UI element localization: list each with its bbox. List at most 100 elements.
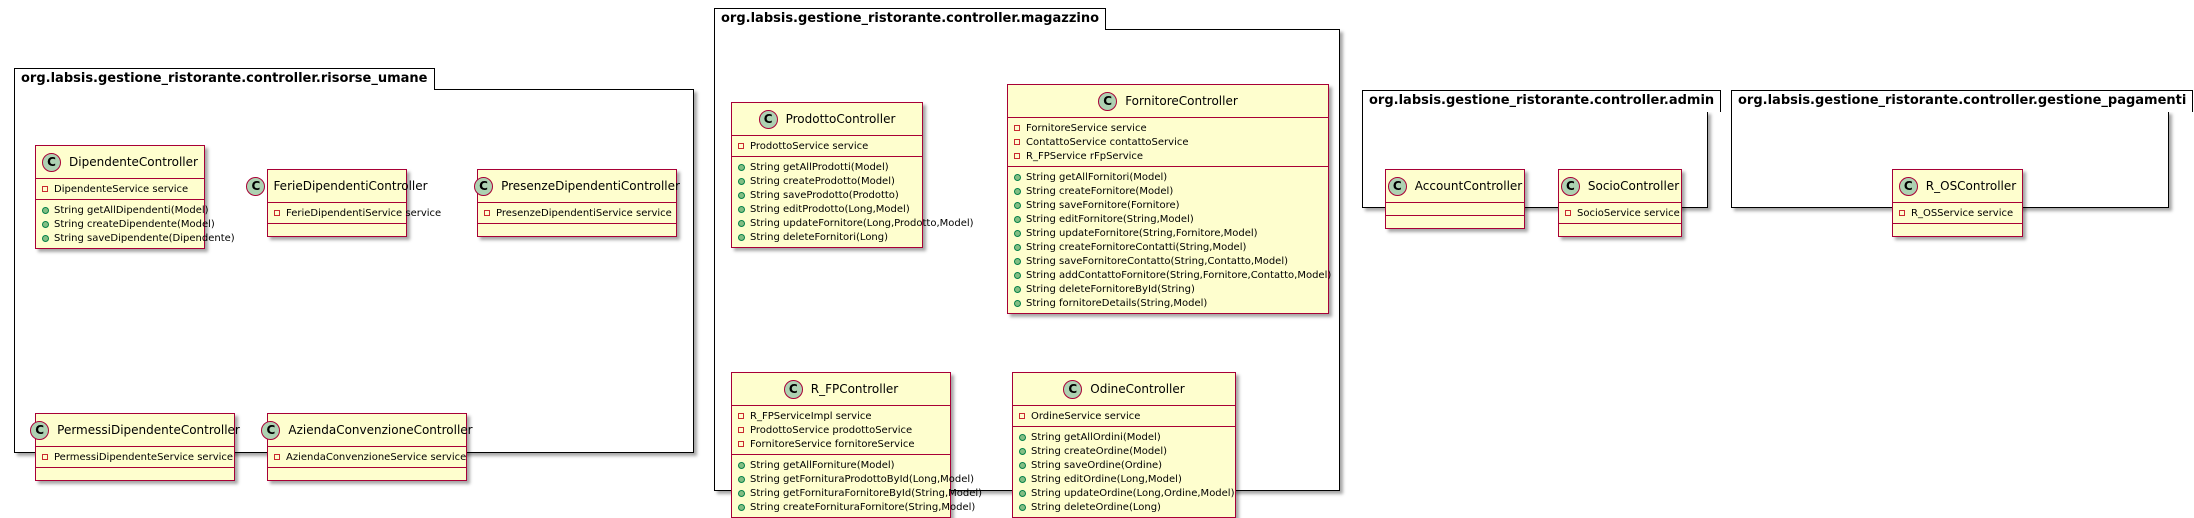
field-row: PresenzeDipendentiService service xyxy=(484,206,672,220)
class-methods-section: String getAllFornitori(Model)String crea… xyxy=(1008,166,1331,313)
class-name: DipendenteController xyxy=(69,155,198,169)
method-row: String getAllDipendenti(Model) xyxy=(42,203,209,217)
method-text: String createFornituraFornitore(String,M… xyxy=(750,501,976,513)
field-row: FerieDipendentiService service xyxy=(274,206,441,220)
field-row: PermessiDipendenteService service xyxy=(42,450,233,464)
class-stereotype-icon: C xyxy=(42,152,62,172)
class-name: AccountController xyxy=(1414,179,1523,193)
private-field-icon xyxy=(738,441,744,447)
class-stereotype-icon: C xyxy=(474,176,494,196)
method-text: String getFornituraProdottoById(Long,Mod… xyxy=(750,473,975,485)
field-text: ContattoService contattoService xyxy=(1026,136,1189,148)
method-row: String createFornitore(Model) xyxy=(1014,184,1322,198)
field-text: DipendenteService service xyxy=(54,183,189,195)
package-name: org.labsis.gestione_ristorante.controlle… xyxy=(1362,90,1722,112)
private-field-icon xyxy=(274,454,280,460)
public-method-icon xyxy=(1014,187,1021,195)
package-name: org.labsis.gestione_ristorante.controlle… xyxy=(14,68,435,90)
method-row: String getAllProdotti(Model) xyxy=(738,160,916,174)
field-row: R_FPServiceImpl service xyxy=(738,409,944,423)
method-text: String fornitoreDetails(String,Model) xyxy=(1026,297,1208,309)
class-stereotype-icon: C xyxy=(261,420,281,440)
field-row: ProdottoService prodottoService xyxy=(738,423,944,437)
class-stereotype-icon: C xyxy=(1098,91,1118,111)
field-text: R_OSService service xyxy=(1911,207,2014,219)
method-row: String addContattoFornitore(String,Forni… xyxy=(1014,268,1331,282)
class-methods-section xyxy=(478,223,676,236)
private-field-icon xyxy=(1014,125,1020,131)
class-fields-section: R_OSService service xyxy=(1893,202,2022,223)
method-row: String updateFornitore(String,Fornitore,… xyxy=(1014,226,1322,240)
private-field-icon xyxy=(484,210,490,216)
class-methods-section xyxy=(36,467,234,480)
public-method-icon xyxy=(1014,299,1021,307)
public-method-icon xyxy=(1014,257,1021,265)
public-method-icon xyxy=(1014,285,1021,293)
class-name: R_FPController xyxy=(810,382,899,396)
public-method-icon xyxy=(1014,271,1021,279)
field-row: SocioService service xyxy=(1565,206,1680,220)
method-text: String saveProdotto(Prodotto) xyxy=(750,189,899,201)
public-method-icon xyxy=(42,220,49,228)
class-name: OdineController xyxy=(1090,382,1185,396)
public-method-icon xyxy=(1019,503,1026,511)
private-field-icon xyxy=(1899,210,1905,216)
method-row: String deleteFornitori(Long) xyxy=(738,230,916,244)
method-row: String saveProdotto(Prodotto) xyxy=(738,188,916,202)
class-methods-section: String getAllDipendenti(Model)String cre… xyxy=(36,199,235,248)
public-method-icon xyxy=(1019,447,1026,455)
method-text: String getAllOrdini(Model) xyxy=(1031,431,1161,443)
method-text: String createProdotto(Model) xyxy=(750,175,895,187)
field-text: ProdottoService service xyxy=(750,140,869,152)
field-text: R_FPServiceImpl service xyxy=(750,410,872,422)
field-text: FornitoreService service xyxy=(1026,122,1147,134)
class-name: ProdottoController xyxy=(785,112,896,126)
class-methods-section xyxy=(1559,223,1681,236)
private-field-icon xyxy=(738,427,744,433)
method-text: String deleteOrdine(Long) xyxy=(1031,501,1161,513)
public-method-icon xyxy=(1014,229,1021,237)
package-name: org.labsis.gestione_ristorante.controlle… xyxy=(714,8,1107,30)
method-row: String getAllForniture(Model) xyxy=(738,458,944,472)
field-text: ProdottoService prodottoService xyxy=(750,424,913,436)
class-fields-section: ProdottoService service xyxy=(732,135,922,156)
class-name: FerieDipendentiController xyxy=(273,179,428,193)
class-name: SocioController xyxy=(1587,179,1680,193)
class-header: C DipendenteController xyxy=(36,146,204,178)
method-text: String saveFornitoreContatto(String,Cont… xyxy=(1026,255,1289,267)
field-text: OrdineService service xyxy=(1031,410,1141,422)
field-row: AziendaConvenzioneService service xyxy=(274,450,466,464)
method-row: String editFornitore(String,Model) xyxy=(1014,212,1322,226)
field-row: ContattoService contattoService xyxy=(1014,135,1322,149)
method-text: String deleteFornitori(Long) xyxy=(750,231,889,243)
method-row: String deleteFornitoreById(String) xyxy=(1014,282,1322,296)
class-fields-section: DipendenteService service xyxy=(36,178,204,199)
method-text: String getFornituraFornitoreById(String,… xyxy=(750,487,983,499)
class-fields-section xyxy=(1386,202,1524,215)
public-method-icon xyxy=(738,503,745,511)
private-field-icon xyxy=(42,186,48,192)
public-method-icon xyxy=(738,205,745,213)
method-row: String fornitoreDetails(String,Model) xyxy=(1014,296,1322,310)
